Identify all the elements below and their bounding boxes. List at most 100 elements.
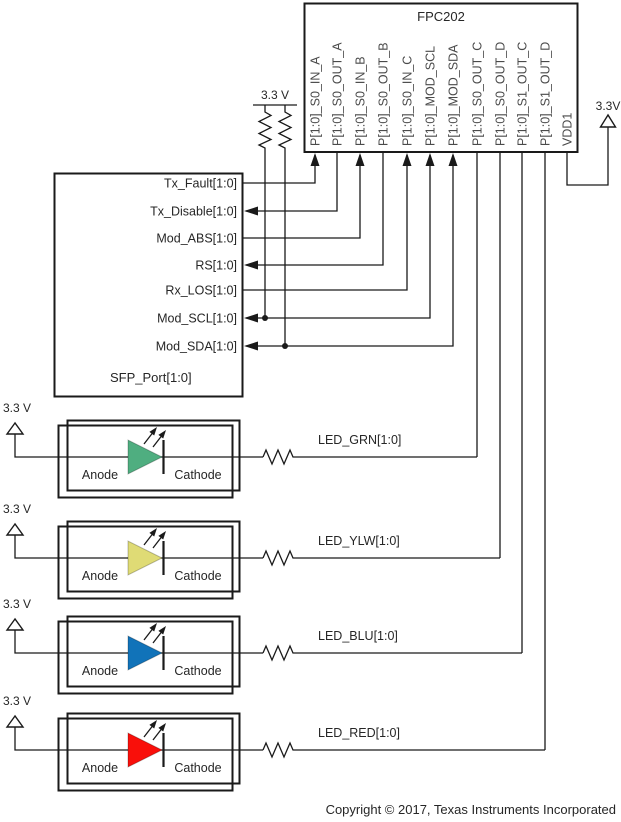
power-symbol-yellow-icon [5, 522, 25, 536]
wire-mod-scl [246, 155, 431, 319]
yellow-emission-arrow-1 [143, 533, 154, 546]
resistor-scl-pullup [257, 105, 273, 318]
power-symbol-green-icon [5, 421, 25, 435]
wire-rs [246, 152, 384, 266]
red-led-box-outer [66, 712, 241, 785]
blue-emission-arrowhead-1 [149, 623, 157, 632]
fpc202-box [303, 2, 579, 153]
yellow-emission-arrow-2 [152, 536, 163, 549]
wire-tx-fault [243, 155, 316, 184]
wire-green-anode [14, 434, 263, 458]
sfp-port-block: Tx_Fault[1:0] Tx_Disable[1:0] Mod_ABS[1:… [53, 172, 244, 398]
green-emission-arrowhead-1 [149, 427, 157, 436]
arrowhead-into-sfp-mod-sda [244, 341, 258, 351]
yellow-emission-arrowhead-1 [149, 528, 157, 537]
pin-label-s1-out-d: P[1:0]_S1_OUT_D [539, 42, 553, 146]
sfp-pin-mod-sda: Mod_SDA[1:0] [156, 340, 237, 354]
fpc202-title: FPC202 [417, 9, 465, 24]
wire-red-anode [14, 727, 263, 751]
green-emission-arrowhead-2 [158, 430, 166, 439]
sfp-port-box [53, 172, 244, 398]
red-anode-label: Anode [82, 761, 118, 775]
pin-label-s0-out-a: P[1:0]_S0_OUT_A [331, 42, 345, 146]
resistor-yellow [262, 549, 500, 567]
arrowhead-into-fpc-mod-scl [425, 153, 435, 166]
yellow-supply-label: 3.3 V [3, 502, 31, 516]
pin-label-mod-sda: P[1:0]_MOD_SDA [447, 44, 461, 146]
led-row-yellow: 3.3 V Anode Cathode LED_YLW[1:0] [3, 502, 500, 600]
red-emission-arrow-2 [152, 728, 163, 741]
sfp-pin-rx-los: Rx_LOS[1:0] [165, 284, 237, 298]
red-emission-arrowhead-2 [158, 723, 166, 732]
wire-blue-anode [14, 630, 263, 654]
blue-emission-arrowhead-2 [158, 626, 166, 635]
wire-tx-disable [246, 152, 338, 212]
yellow-emission-arrowhead-2 [158, 531, 166, 540]
power-symbol-red-icon [5, 714, 25, 728]
power-symbol-blue-icon [5, 617, 25, 631]
arrowhead-into-sfp-rs [244, 260, 258, 270]
red-led-icon [127, 732, 164, 768]
wire-yellow-anode [14, 535, 263, 559]
pin-label-vdd1: VDD1 [561, 113, 575, 146]
fpc202-block: FPC202 P[1:0]_S0_IN_A P[1:0]_S0_OUT_A P[… [303, 2, 579, 153]
red-cathode-label: Cathode [174, 761, 221, 775]
wire-mod-abs [243, 155, 361, 239]
yellow-cathode-label: Cathode [174, 569, 221, 583]
power-symbol-vdd1-icon [599, 113, 617, 128]
blue-led-box-outer [66, 615, 241, 688]
led-drive-wires [476, 152, 546, 750]
blue-supply-label: 3.3 V [3, 597, 31, 611]
pin-label-s0-in-a: P[1:0]_S0_IN_A [309, 56, 323, 146]
yellow-anode-label: Anode [82, 569, 118, 583]
blue-cathode-label: Cathode [174, 664, 221, 678]
resistor-green [262, 448, 477, 466]
pin-label-s0-out-d: P[1:0]_S0_OUT_D [494, 42, 508, 146]
wire-rx-los [243, 155, 408, 291]
sfp-pin-mod-scl: Mod_SCL[1:0] [157, 312, 237, 326]
pin-label-s1-out-c: P[1:0]_S1_OUT_C [516, 42, 530, 146]
green-net-label: LED_GRN[1:0] [318, 433, 401, 447]
arrowhead-into-fpc-s0-in-c [402, 153, 412, 166]
resistor-blue [262, 644, 522, 662]
sfp-fpc-wires [243, 152, 458, 351]
pullup-supply-label: 3.3 V [261, 88, 289, 102]
pin-label-s0-out-b: P[1:0]_S0_OUT_B [377, 42, 391, 146]
green-led-box-outer [66, 419, 241, 492]
blue-led-icon [127, 635, 164, 671]
blue-emission-arrow-2 [152, 631, 163, 644]
pin-label-s0-in-c: P[1:0]_S0_IN_C [401, 56, 415, 146]
resistor-sda-pullup [277, 105, 293, 346]
red-led-box-inner [57, 717, 234, 792]
arrowhead-into-sfp-mod-scl [244, 313, 258, 323]
green-anode-label: Anode [82, 468, 118, 482]
blue-anode-label: Anode [82, 664, 118, 678]
wire-mod-sda [246, 155, 454, 347]
blue-led-box-inner [57, 620, 234, 695]
vdd1-supply: 3.3V [566, 99, 620, 186]
wire-vdd1 [566, 127, 609, 186]
led-row-green: 3.3 V Anode Cathode LED_GRN[1:0] [3, 401, 477, 499]
green-led-box-inner [57, 424, 234, 499]
fpc202-pin-labels: P[1:0]_S0_IN_A P[1:0]_S0_OUT_A P[1:0]_S0… [309, 42, 575, 146]
led-row-red: 3.3 V Anode Cathode LED_RED[1:0] [3, 694, 545, 792]
green-cathode-label: Cathode [174, 468, 221, 482]
green-emission-arrow-2 [152, 435, 163, 448]
led-row-blue: 3.3 V Anode Cathode LED_BLU[1:0] [3, 597, 522, 695]
yellow-led-box-outer [66, 520, 241, 593]
yellow-net-label: LED_YLW[1:0] [318, 534, 400, 548]
blue-emission-arrow-1 [143, 628, 154, 641]
yellow-led-icon [127, 540, 164, 576]
green-emission-arrow-1 [143, 432, 154, 445]
resistor-red [262, 741, 545, 759]
pin-label-s0-out-c: P[1:0]_S0_OUT_C [471, 42, 485, 146]
red-emission-arrow-1 [143, 725, 154, 738]
blue-net-label: LED_BLU[1:0] [318, 629, 398, 643]
red-emission-arrowhead-1 [149, 720, 157, 729]
pin-label-mod-scl: P[1:0]_MOD_SCL [424, 46, 438, 146]
green-led-icon [127, 439, 164, 475]
sfp-port-name: SFP_Port[1:0] [110, 370, 192, 385]
sfp-pin-mod-abs: Mod_ABS[1:0] [156, 232, 237, 246]
